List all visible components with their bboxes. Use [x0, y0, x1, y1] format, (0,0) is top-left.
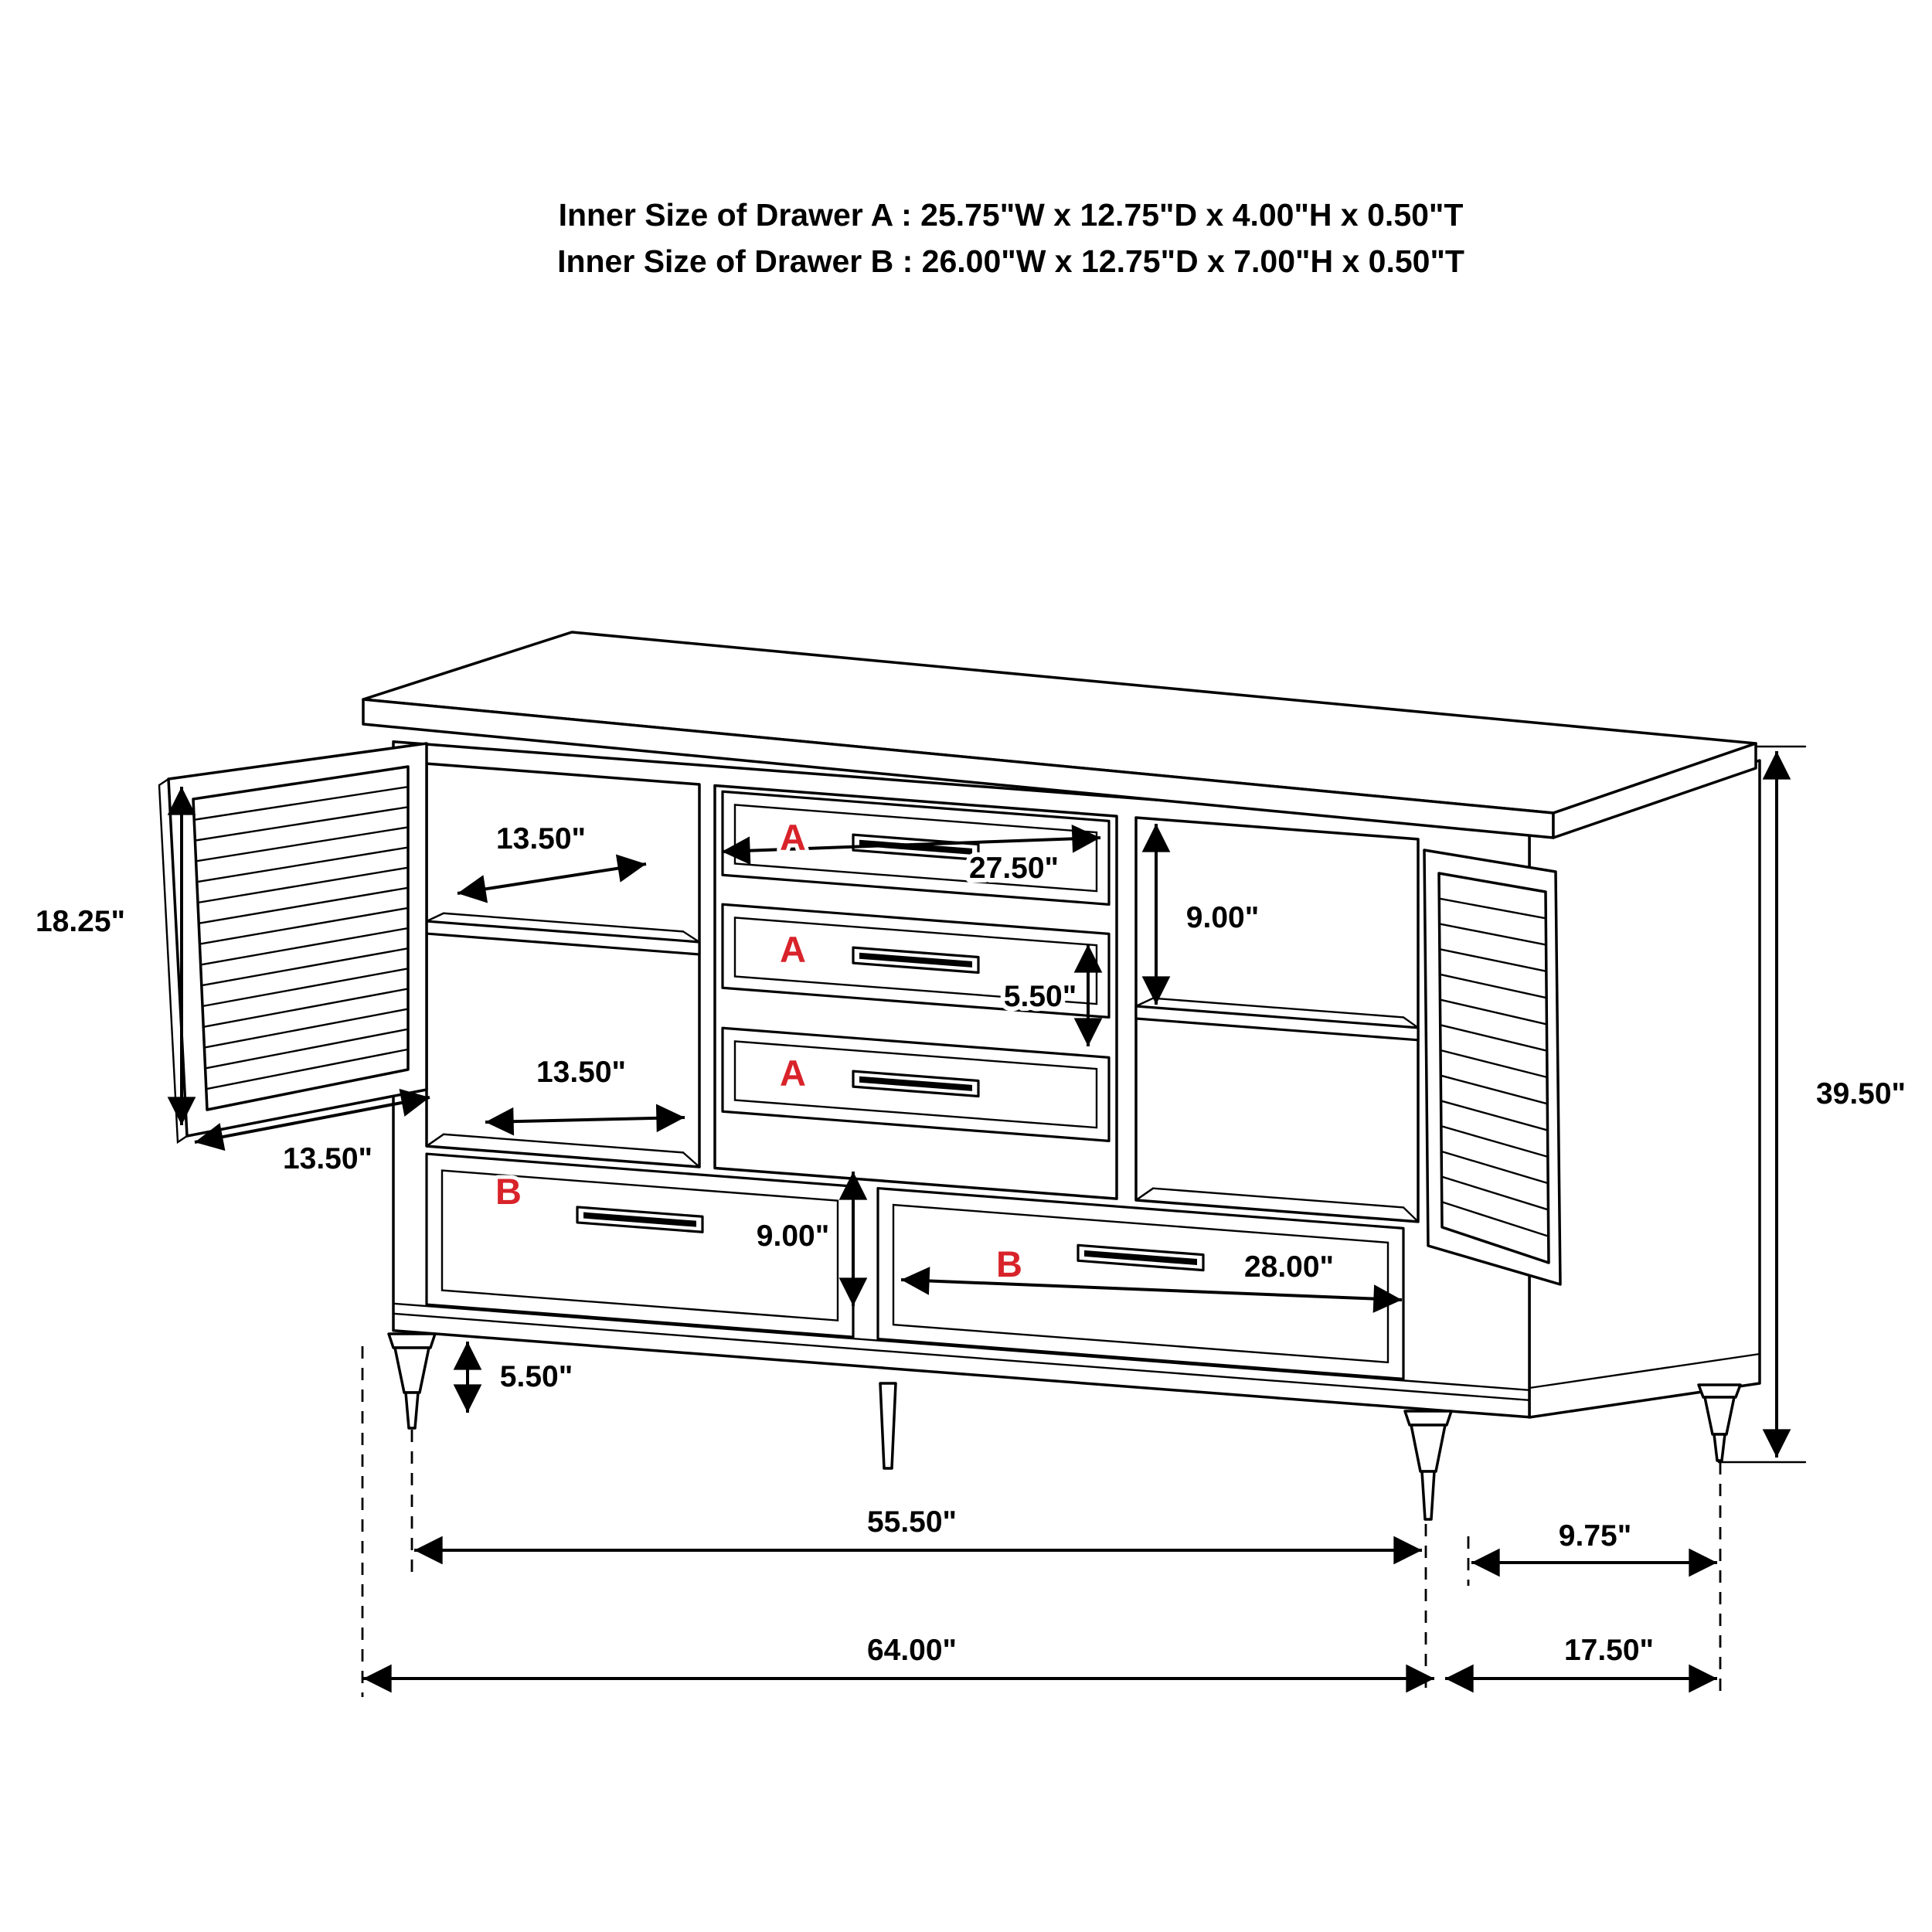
dim-label-opening-right-height: 9.00" — [1186, 901, 1259, 934]
arrow-drawer-a-width — [721, 825, 1101, 865]
arrow-compartment-depth — [485, 1104, 685, 1136]
dim-label-side-feet-span: 9.75" — [1559, 1519, 1631, 1553]
dimension-arrows — [167, 751, 1791, 1693]
foot-front-left — [387, 1332, 437, 1430]
foot-back-right — [1697, 1383, 1742, 1462]
drawer-a3 — [721, 1026, 1111, 1142]
extension-lines — [361, 745, 1807, 1697]
drawer-a2 — [721, 903, 1111, 1019]
base-molding-bottom-line — [392, 1312, 1531, 1402]
right-door-louvers — [1439, 897, 1549, 1237]
dim-label-drawer-a-width: 27.50" — [969, 852, 1059, 885]
cabinet-right-side — [1528, 759, 1761, 1419]
left-door-louvers — [194, 785, 409, 1090]
dim-label-front-feet-span: 55.50" — [867, 1505, 957, 1539]
arrow-drawer-b-width — [900, 1267, 1403, 1313]
arrow-door-width — [194, 1088, 430, 1151]
drawer-b-left — [425, 1152, 855, 1338]
dim-label-overall-depth: 17.50" — [1564, 1634, 1654, 1667]
leg-center-back — [879, 1382, 897, 1470]
cabinet-front-face — [392, 740, 1531, 1419]
label-drawer-a2: A — [780, 929, 806, 970]
label-drawer-b-left: B — [495, 1171, 522, 1212]
dimension-labels: 13.50" 18.25" 13.50" 13.50" 27.50" 9.00"… — [31, 818, 1910, 1672]
cabinet-top — [362, 631, 1757, 839]
dim-label-leg-height: 5.50" — [500, 1360, 573, 1393]
dim-label-overall-height: 39.50" — [1816, 1077, 1906, 1111]
dim-label-compartment-depth: 13.50" — [536, 1056, 626, 1089]
drawer-letter-labels: A A A B B — [492, 813, 1026, 1288]
foot-front-right — [1403, 1410, 1453, 1521]
dim-label-drawer-b-width: 28.00" — [1244, 1250, 1334, 1284]
right-compartment-shelf — [1134, 997, 1420, 1223]
label-drawer-a1: A — [780, 817, 806, 858]
label-drawer-a3: A — [780, 1053, 806, 1094]
dim-label-door-width: 13.50" — [283, 1142, 372, 1175]
dim-label-shelf-depth-top: 13.50" — [496, 822, 586, 855]
dim-label-drawer-b-height: 9.00" — [757, 1219, 829, 1253]
label-drawer-b-right: B — [996, 1243, 1022, 1284]
dim-label-overall-width: 64.00" — [867, 1634, 957, 1667]
base-molding-top-line — [392, 1302, 1531, 1392]
left-door-open — [158, 742, 428, 1145]
title-drawer-a-size: Inner Size of Drawer A : 25.75"W x 12.75… — [559, 197, 1464, 233]
dim-label-door-height: 18.25" — [36, 905, 125, 938]
arrow-shelf-depth-top — [457, 854, 647, 903]
title-drawer-b-size: Inner Size of Drawer B : 26.00"W x 12.75… — [557, 243, 1464, 279]
right-door-open — [1423, 849, 1562, 1286]
dim-label-drawer-a-height: 5.50" — [1004, 980, 1077, 1013]
